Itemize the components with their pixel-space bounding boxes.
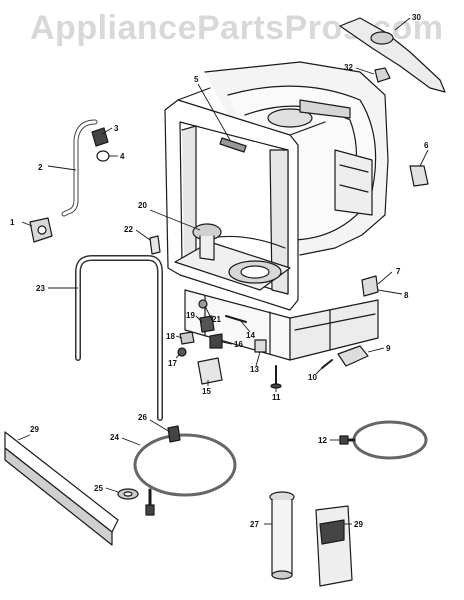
inlet-valve [29, 217, 53, 243]
callout-21: 21 [212, 315, 221, 324]
spray-arm [339, 17, 446, 93]
callout-8: 8 [404, 291, 409, 300]
part-19 [199, 315, 215, 333]
filter-housing [315, 505, 353, 587]
callout-26: 26 [138, 413, 147, 422]
part-7 [361, 275, 379, 297]
callout-14: 14 [246, 331, 255, 340]
callout-23: 23 [36, 284, 45, 293]
callout-22: 22 [124, 225, 133, 234]
kick-plate [4, 431, 119, 546]
callout-12: 12 [318, 436, 327, 445]
callout-19: 19 [186, 311, 195, 320]
inlet-hose [61, 119, 98, 217]
part-26 [167, 425, 181, 443]
callout-27: 27 [250, 520, 259, 529]
hose-elbow [91, 127, 109, 147]
part-25 [117, 488, 139, 500]
callout-6: 6 [424, 141, 429, 150]
fill-assembly [192, 223, 222, 261]
spray-arm-nut [374, 67, 391, 83]
part-11 [270, 365, 282, 389]
callout-30: 30 [412, 13, 421, 22]
callout-3: 3 [114, 124, 119, 133]
drain-tube [133, 433, 237, 516]
part-14 [225, 315, 247, 323]
o-ring [96, 150, 110, 162]
part-15 [197, 357, 223, 385]
wire-harness [339, 420, 428, 460]
callout-18: 18 [166, 332, 175, 341]
callout-10: 10 [308, 373, 317, 382]
callout-13: 13 [250, 365, 259, 374]
leader-lines [17, 17, 429, 525]
callout-32: 32 [344, 63, 353, 72]
part-9 [337, 345, 369, 367]
callout-9: 9 [386, 344, 391, 353]
part-16 [209, 333, 223, 349]
top-bracket [219, 137, 247, 153]
callout-20: 20 [138, 201, 147, 210]
callout-25: 25 [94, 484, 103, 493]
callout-11: 11 [272, 393, 281, 402]
callout-7: 7 [396, 267, 401, 276]
filter [269, 491, 295, 580]
callout-15: 15 [202, 387, 211, 396]
callout-2: 2 [38, 163, 43, 172]
callout-24: 24 [110, 433, 119, 442]
door-gasket [75, 255, 163, 421]
callout-17: 17 [168, 359, 177, 368]
callout-29-right: 29 [354, 520, 363, 529]
callout-5: 5 [194, 75, 199, 84]
callout-4: 4 [120, 152, 125, 161]
part-13 [254, 339, 267, 353]
callout-16: 16 [234, 340, 243, 349]
float [149, 235, 161, 255]
part-18 [179, 331, 195, 345]
callout-1: 1 [10, 218, 15, 227]
callout-29-left: 29 [30, 425, 39, 434]
side-clip [409, 165, 429, 187]
callout-labels: 1 2 3 4 5 6 7 8 9 10 11 12 13 14 15 16 1… [10, 13, 429, 529]
